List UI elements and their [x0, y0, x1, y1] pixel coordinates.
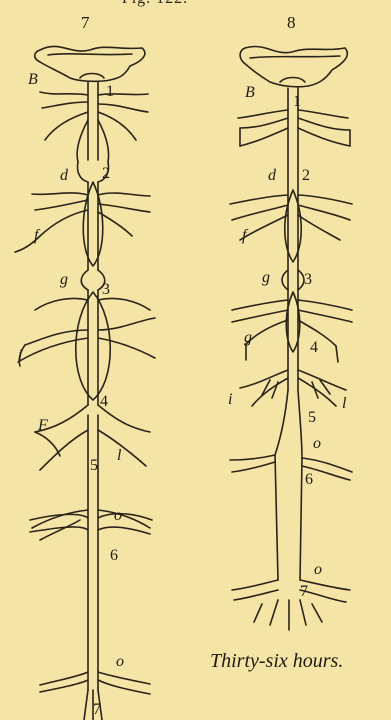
label-7-l: l	[117, 448, 121, 464]
label-8-B: B	[245, 85, 255, 101]
label-7-5: 5	[90, 458, 98, 474]
label-7-o-upper: o	[114, 508, 122, 524]
label-7-4: 4	[100, 394, 108, 410]
label-7-B: B	[28, 72, 38, 88]
label-7-f: f	[34, 228, 38, 244]
label-7-1: 1	[106, 84, 114, 100]
label-8-2: 2	[302, 168, 310, 184]
embryo-7-drawing	[15, 46, 155, 720]
label-7-i: i	[18, 348, 22, 364]
label-7-7: 7	[93, 702, 101, 718]
label-8-3: 3	[304, 272, 312, 288]
label-7-2: 2	[102, 166, 110, 182]
label-8-7: 7	[300, 584, 308, 600]
label-7-d: d	[60, 168, 68, 184]
label-7-g: g	[60, 272, 68, 288]
label-8-d: d	[268, 168, 276, 184]
label-8-6: 6	[305, 472, 313, 488]
label-8-g-lower: g	[244, 330, 252, 346]
label-8-o-lower: o	[314, 562, 322, 578]
label-8-g-upper: g	[262, 270, 270, 286]
label-8-f: f	[242, 228, 246, 244]
label-7-3: 3	[102, 282, 110, 298]
label-8-1: 1	[293, 94, 301, 110]
label-7-o-lower: o	[116, 654, 124, 670]
label-7-F: F	[38, 418, 48, 434]
label-8-i: i	[228, 392, 232, 408]
label-8-4: 4	[310, 340, 318, 356]
label-8-5: 5	[308, 410, 316, 426]
label-8-l: l	[342, 396, 346, 412]
label-7-6: 6	[110, 548, 118, 564]
label-8-o-upper: o	[313, 436, 321, 452]
figure-caption: Thirty-six hours.	[210, 650, 390, 673]
